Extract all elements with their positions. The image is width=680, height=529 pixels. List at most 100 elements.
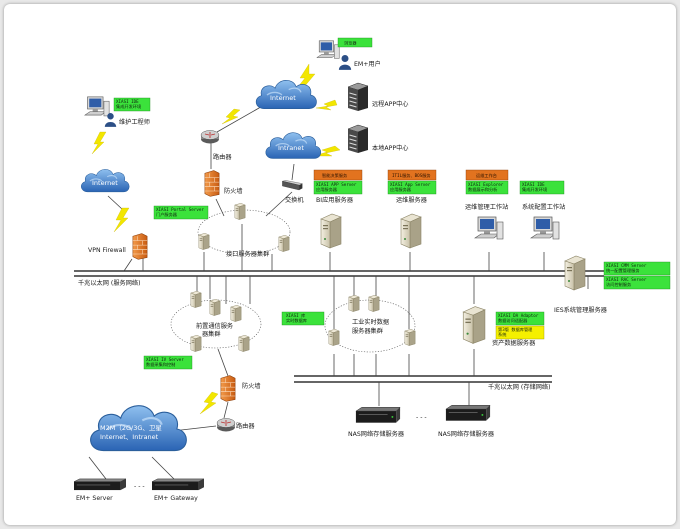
svg-text:VPN Firewall: VPN Firewall xyxy=(88,247,126,254)
server-icon xyxy=(320,213,342,249)
server-icon xyxy=(209,298,221,316)
svg-text:前置通信服务: 前置通信服务 xyxy=(196,322,233,330)
bi-server-node: BI应用服务器 xyxy=(316,196,354,249)
intranet-cloud: Intranet xyxy=(265,131,322,160)
diagram-frame: Internet Intranet Internet M2M（2G/3G、卫星 … xyxy=(4,4,676,525)
computer-icon xyxy=(84,96,110,117)
firewall-top-node: 防火墙 xyxy=(204,170,243,197)
rack-server-icon xyxy=(347,124,369,154)
svg-text:浏览器: 浏览器 xyxy=(344,40,357,47)
server-icon xyxy=(564,255,586,291)
svg-text:维护工程师: 维护工程师 xyxy=(119,118,150,126)
svg-text:运维服务器: 运维服务器 xyxy=(396,196,428,204)
rack-server-icon xyxy=(347,82,369,112)
em-ellipsis: - - - xyxy=(134,483,145,490)
switch-icon xyxy=(281,180,303,191)
ies-server-node: IES系统管理服务器 xyxy=(554,255,608,314)
firewall-icon xyxy=(132,233,148,260)
user-computer-icon xyxy=(316,40,340,59)
realtime-cluster-node: 工业实时数据 服务器集群 xyxy=(328,294,416,346)
tag-realtime: XIASI 库实时数据库 xyxy=(281,311,325,326)
server-icon xyxy=(238,334,250,352)
svg-text:运维工作台: 运维工作台 xyxy=(476,172,497,179)
server-icon xyxy=(230,304,242,322)
router-icon xyxy=(200,130,220,144)
internet-cloud-left: Internet xyxy=(80,168,130,193)
gateway-cluster-outline xyxy=(197,209,291,255)
remote-app-center-node: 远程APP中心 xyxy=(347,82,408,112)
switch-node: 交换机 xyxy=(281,180,304,204)
maint-engineer-node: 维护工程师 xyxy=(84,96,150,127)
firewall-icon xyxy=(220,375,236,402)
em-server-node: EM+ Server xyxy=(73,478,127,502)
firewall-icon xyxy=(204,170,220,197)
server-icon xyxy=(462,306,486,344)
em-server-icon xyxy=(73,478,127,491)
network-architecture-diagram: Internet Intranet Internet M2M（2G/3G、卫星 … xyxy=(73,37,671,502)
realtime-cluster-outline xyxy=(324,299,416,353)
svg-text:EM+ Server: EM+ Server xyxy=(76,495,113,502)
nas-icon xyxy=(355,406,401,424)
server-icon xyxy=(348,294,360,312)
svg-text:接口服务器集群: 接口服务器集群 xyxy=(226,250,269,258)
config-workstation-node: 系统配置工作站 xyxy=(522,203,565,240)
svg-text:工业实时数据: 工业实时数据 xyxy=(352,318,389,326)
frontend-cluster-node: 前置通信服务 器集群 xyxy=(190,290,250,352)
service-network-label: 千兆以太网 (服务网络) xyxy=(78,279,140,287)
server-icon xyxy=(190,290,202,308)
svg-text:第3版 数据库管理系统: 第3版 数据库管理系统 xyxy=(498,326,533,338)
svg-text:器集群: 器集群 xyxy=(202,330,221,338)
svg-text:服务器集群: 服务器集群 xyxy=(352,327,383,335)
svg-text:BI应用服务器: BI应用服务器 xyxy=(316,196,354,204)
wireless-links xyxy=(91,63,341,415)
svg-text:Internet、Intranet: Internet、Intranet xyxy=(100,433,159,441)
svg-text:EM+ Gateway: EM+ Gateway xyxy=(154,495,198,502)
router-bottom-node: 路由器 xyxy=(216,418,255,432)
svg-text:NAS网络存储服务器: NAS网络存储服务器 xyxy=(348,430,405,438)
svg-text:IES系统管理服务器: IES系统管理服务器 xyxy=(554,306,608,314)
server-icon xyxy=(278,234,290,252)
server-icon xyxy=(400,213,422,249)
svg-text:Internet: Internet xyxy=(270,94,296,102)
svg-text:ITIL服务、BOS服务: ITIL服务、BOS服务 xyxy=(392,172,431,179)
tag-em-user: 浏览器 xyxy=(337,37,373,48)
workstation-icon xyxy=(474,216,504,240)
links xyxy=(88,103,295,480)
router-icon xyxy=(216,418,236,432)
router-top-node: 路由器 xyxy=(200,130,232,161)
svg-text:Intranet: Intranet xyxy=(278,144,304,152)
svg-text:智能决策服务: 智能决策服务 xyxy=(322,172,348,179)
svg-text:资产数据服务器: 资产数据服务器 xyxy=(492,339,536,347)
nas-icon xyxy=(445,404,491,422)
server-icon xyxy=(404,328,416,346)
server-icon xyxy=(328,328,340,346)
vpn-firewall-node: VPN Firewall xyxy=(88,233,148,260)
storage-bus-drops xyxy=(333,349,475,406)
tag-ops-ws-orange: 运维工作台 xyxy=(465,169,509,181)
svg-text:M2M（2G/3G、卫星: M2M（2G/3G、卫星 xyxy=(100,424,162,432)
firewall-bottom-node: 防火墙 xyxy=(220,375,261,402)
tag-ops-orange: ITIL服务、BOS服务 xyxy=(387,169,437,181)
svg-text:路由器: 路由器 xyxy=(213,153,232,161)
svg-text:交换机: 交换机 xyxy=(285,196,304,204)
storage-network-label: 千兆以太网 (存储网络) xyxy=(488,383,550,391)
local-app-center-node: 本地APP中心 xyxy=(347,124,408,154)
svg-text:Internet: Internet xyxy=(92,179,118,187)
nas-ellipsis: - - - xyxy=(416,414,427,421)
